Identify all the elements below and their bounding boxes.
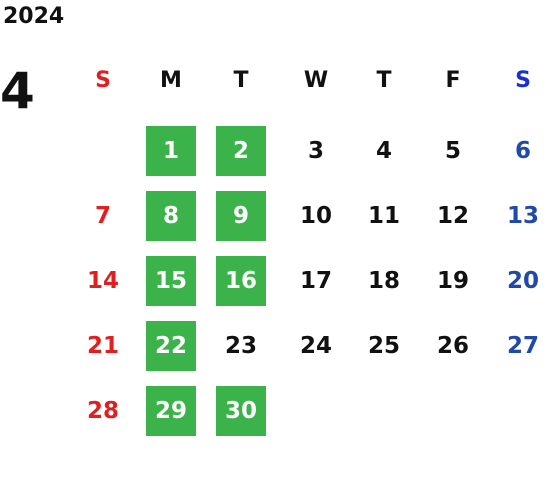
weekday-header-thu: T (376, 68, 392, 93)
day-30[interactable]: 30 (216, 386, 266, 436)
day-24[interactable]: 24 (299, 333, 332, 359)
weekday-header-sun: S (95, 68, 111, 93)
day-12[interactable]: 12 (436, 203, 469, 229)
day-6[interactable]: 6 (514, 138, 531, 164)
weekday-header-sat: S (515, 68, 531, 93)
day-25[interactable]: 25 (367, 333, 400, 359)
day-29[interactable]: 29 (146, 386, 196, 436)
weekday-header-mon: M (160, 68, 182, 93)
weekday-header-tue: T (233, 68, 249, 93)
day-21[interactable]: 21 (86, 333, 119, 359)
day-2[interactable]: 2 (216, 126, 266, 176)
day-9[interactable]: 9 (216, 191, 266, 241)
day-1[interactable]: 1 (146, 126, 196, 176)
day-17[interactable]: 17 (299, 268, 332, 294)
day-23[interactable]: 23 (224, 333, 257, 359)
weekday-header-wed: W (303, 68, 329, 93)
day-26[interactable]: 26 (436, 333, 469, 359)
day-16[interactable]: 16 (216, 256, 266, 306)
day-14[interactable]: 14 (86, 268, 119, 294)
day-5[interactable]: 5 (444, 138, 461, 164)
day-7[interactable]: 7 (94, 203, 111, 229)
day-8[interactable]: 8 (146, 191, 196, 241)
weekday-header-fri: F (445, 68, 461, 93)
day-13[interactable]: 13 (506, 203, 539, 229)
month-label: 4 (0, 62, 35, 120)
day-19[interactable]: 19 (436, 268, 469, 294)
day-28[interactable]: 28 (86, 398, 119, 424)
day-4[interactable]: 4 (375, 138, 392, 164)
day-22[interactable]: 22 (146, 321, 196, 371)
day-10[interactable]: 10 (299, 203, 332, 229)
day-11[interactable]: 11 (367, 203, 400, 229)
day-18[interactable]: 18 (367, 268, 400, 294)
year-label: 2024 (3, 4, 65, 29)
day-20[interactable]: 20 (506, 268, 539, 294)
day-3[interactable]: 3 (307, 138, 324, 164)
day-27[interactable]: 27 (506, 333, 539, 359)
day-15[interactable]: 15 (146, 256, 196, 306)
